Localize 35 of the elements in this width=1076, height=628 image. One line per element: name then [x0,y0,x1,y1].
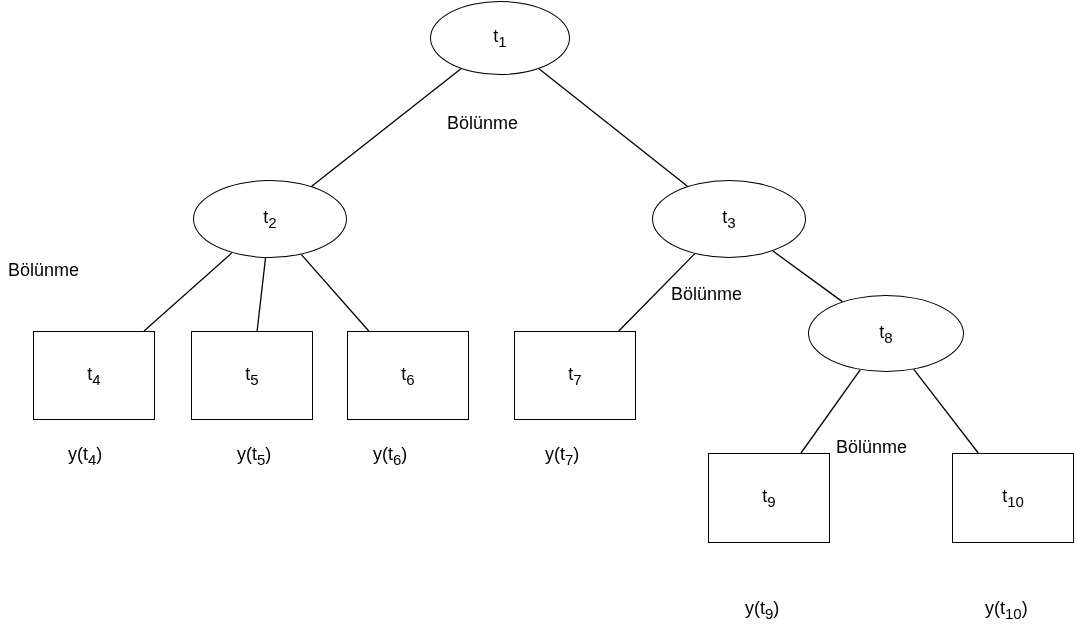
connector-line [300,253,370,332]
connector-line [618,253,696,332]
node-annotation: y(t$_{7}$) [545,444,580,468]
leaf-node-box [33,331,155,420]
connector-line [913,368,979,454]
node-annotation: y(t$_{4}$) [68,444,103,468]
node-annotation: y(t$_{10}$) [985,598,1028,622]
connector-line [800,369,861,454]
node-label: t$_{3}$ [722,207,736,231]
split-label: Bölünme [8,260,80,281]
node-label: t$_{2}$ [263,207,277,231]
node-annotation: Bölünme [447,113,519,134]
split-label: Bölünme [836,437,908,458]
node-label: t$_{4}$ [87,363,101,388]
node-annotation: y(t$_{6}$) [373,444,408,468]
leaf-node-box [952,453,1074,543]
node-annotation: y(t$_{9}$) [745,598,780,622]
node-annotation: Bölünme [671,284,743,305]
node-label: t$_{5}$ [245,363,259,388]
node-label: t$_{9}$ [762,486,776,510]
connector-line [311,68,462,187]
node-label: t$_{6}$ [401,363,415,388]
connector-line [256,257,267,332]
connector-line [538,68,689,187]
connector-line [143,252,233,332]
leaf-node-box [514,331,636,420]
node-label: t$_{10}$ [1002,486,1024,510]
node-label: t$_{8}$ [879,321,893,346]
node-label: t$_{1}$ [493,26,507,50]
node-annotation: y(t$_{5}$) [237,444,272,468]
leaf-node-box [191,331,313,420]
connector-line [772,250,843,303]
leaf-node-box [708,453,830,543]
node-label: t$_{7}$ [568,363,582,388]
leaf-node-box [347,331,469,420]
